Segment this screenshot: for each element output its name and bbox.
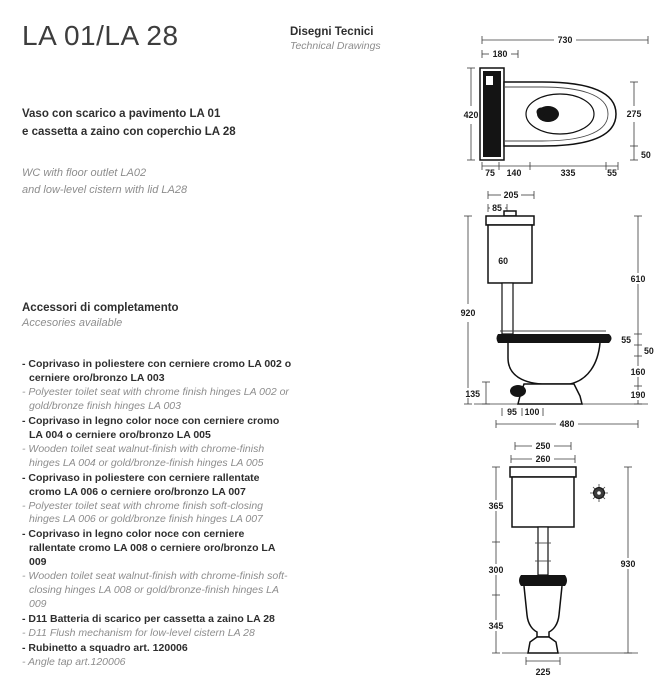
front-view-drawing: 250 260 365 300 345 930 225 bbox=[485, 441, 639, 677]
side-wc-shape bbox=[485, 210, 612, 405]
technical-drawings-header: Disegni Tecnici Technical Drawings bbox=[290, 26, 381, 52]
plan-view-drawing: 730 180 420 275 50 75 140 335 55 bbox=[464, 35, 651, 178]
dim-55-label: 55 bbox=[607, 168, 617, 178]
plan-wc-shape bbox=[479, 67, 617, 161]
dim-225-label: 225 bbox=[536, 667, 551, 677]
front-bowl-body bbox=[523, 585, 563, 638]
dim-85-label: 85 bbox=[492, 203, 502, 213]
side-seat bbox=[496, 334, 612, 343]
dim-420-label: 420 bbox=[464, 110, 479, 120]
accessory-item-en: - Polyester toilet seat with chrome fini… bbox=[22, 499, 264, 526]
accessory-item: - Coprivaso in poliestere con cerniere r… bbox=[22, 472, 292, 528]
dim-920-label: 920 bbox=[461, 308, 476, 318]
dim-205-label: 205 bbox=[504, 190, 519, 200]
dim-300-label: 300 bbox=[489, 565, 504, 575]
dim-50-label: 50 bbox=[644, 346, 654, 356]
accessory-item: - Coprivaso in legno color noce con cern… bbox=[22, 528, 292, 612]
dim-610-label: 610 bbox=[631, 274, 646, 284]
accessory-item-it: - D11 Batteria di scarico per cassetta a… bbox=[22, 613, 275, 626]
accessory-item: - Rubinetto a squadro art. 120006 - Angl… bbox=[22, 642, 292, 670]
dim-95-label: 95 bbox=[507, 407, 517, 417]
plan-dimension-lines bbox=[467, 36, 649, 170]
dim-160-label: 160 bbox=[631, 367, 646, 377]
side-view-drawing: 205 85 60 920 610 55 50 160 190 135 95 1… bbox=[460, 190, 654, 429]
accessory-item-en: - Wooden toilet seat walnut-finish with … bbox=[22, 442, 265, 469]
dim-930-label: 930 bbox=[621, 559, 636, 569]
dim-60-label: 60 bbox=[498, 256, 508, 266]
front-flush-pipe bbox=[537, 526, 549, 576]
accessory-item-en: - Polyester toilet seat with chrome fini… bbox=[22, 385, 289, 412]
dim-335-label: 335 bbox=[561, 168, 576, 178]
accessory-item-it: - Coprivaso in poliestere con cerniere c… bbox=[22, 358, 292, 384]
plan-cistern-tank bbox=[483, 71, 501, 157]
dim-260-label: 260 bbox=[536, 454, 551, 464]
plan-bowl-opening bbox=[525, 93, 595, 135]
front-seat bbox=[519, 575, 567, 586]
accessory-item-en: - D11 Flush mechanism for low-level cist… bbox=[22, 627, 255, 640]
front-wc-shape bbox=[509, 466, 608, 654]
side-flush-pipe bbox=[501, 282, 514, 335]
front-dimension-labels: 250 260 365 300 345 930 225 bbox=[485, 441, 639, 677]
dim-345-label: 345 bbox=[489, 621, 504, 631]
side-cistern-tank bbox=[487, 224, 533, 284]
dim-75-label: 75 bbox=[485, 168, 495, 178]
accessory-item-en: - Angle tap art.120006 bbox=[22, 656, 126, 669]
dim-55-label: 55 bbox=[621, 335, 631, 345]
dim-50-label: 50 bbox=[641, 150, 651, 160]
dim-190-label: 190 bbox=[631, 390, 646, 400]
plan-seat-ring bbox=[504, 86, 609, 142]
dim-730-label: 730 bbox=[558, 35, 573, 45]
dim-250-label: 250 bbox=[536, 441, 551, 451]
side-trap-outlet bbox=[510, 385, 526, 397]
product-title: LA 01/LA 28 bbox=[22, 20, 179, 51]
front-pedestal bbox=[527, 636, 559, 654]
dim-365-label: 365 bbox=[489, 501, 504, 511]
accessory-item: - Coprivaso in poliestere con cerniere c… bbox=[22, 358, 292, 414]
dim-135-label: 135 bbox=[465, 389, 480, 399]
technical-drawings-label-it: Disegni Tecnici bbox=[290, 26, 374, 38]
side-cistern-lid bbox=[485, 215, 535, 226]
accessory-item-it: - Coprivaso in legno color noce con cern… bbox=[22, 414, 280, 441]
accessories-heading-it: Accessori di completamento bbox=[22, 302, 179, 314]
plan-dimension-labels: 730 180 420 275 50 75 140 335 55 bbox=[464, 35, 651, 178]
dim-275-label: 275 bbox=[627, 109, 642, 119]
accessory-item: - Coprivaso in legno color noce con cern… bbox=[22, 415, 292, 471]
product-description-it: Vaso con scarico a pavimento LA 01 e cas… bbox=[22, 108, 236, 138]
dim-180-label: 180 bbox=[493, 49, 508, 59]
accessory-item-it: - Rubinetto a squadro art. 120006 bbox=[22, 642, 188, 655]
dim-100-label: 100 bbox=[525, 407, 540, 417]
front-cistern-tank bbox=[511, 476, 575, 528]
accessory-item-it: - Coprivaso in poliestere con cerniere r… bbox=[22, 471, 260, 498]
dim-140-label: 140 bbox=[507, 168, 522, 178]
side-dimension-labels: 205 85 60 920 610 55 50 160 190 135 95 1… bbox=[460, 190, 654, 429]
accessories-list: - Coprivaso in poliestere con cerniere c… bbox=[22, 358, 292, 671]
accessory-item: - D11 Batteria di scarico per cassetta a… bbox=[22, 613, 292, 641]
angle-tap-icon bbox=[590, 484, 608, 502]
accessories-heading-en: Accesories available bbox=[22, 317, 123, 329]
side-bowl-body bbox=[507, 342, 601, 385]
accessory-item-en: - Wooden toilet seat walnut-finish with … bbox=[22, 570, 288, 611]
product-description-en: WC with floor outlet LA02 and low-level … bbox=[22, 167, 188, 197]
accessory-item-it: - Coprivaso in legno color noce con cern… bbox=[22, 528, 276, 569]
side-pedestal bbox=[517, 383, 583, 405]
dim-480-label: 480 bbox=[560, 419, 575, 429]
front-cistern-lid bbox=[509, 466, 577, 478]
technical-drawings-label-en: Technical Drawings bbox=[290, 40, 381, 52]
